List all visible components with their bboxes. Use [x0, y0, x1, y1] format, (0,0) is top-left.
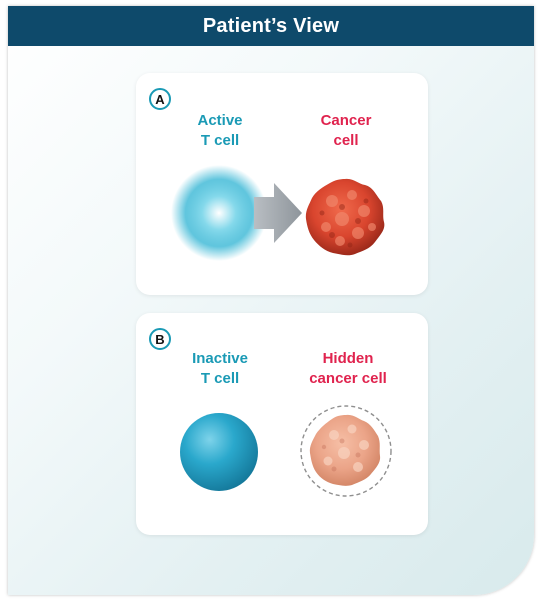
arrow-right-icon	[254, 183, 302, 243]
panel-b: B Inactive T cell Hidden cancer cell	[136, 313, 428, 535]
active-t-cell-label: Active T cell	[197, 112, 243, 149]
inactive-t-cell-label: Inactive T cell	[192, 350, 248, 387]
active-t-cell-icon	[171, 165, 267, 261]
figure-frame: Patient’s View A Active T cell Cancer ce…	[8, 6, 534, 595]
cancer-cell-icon	[305, 178, 385, 256]
cancer-cell-label: Cancer cell	[320, 112, 372, 149]
panel-a-badge: A	[149, 88, 171, 110]
hidden-cancer-cell-label: Hidden cancer cell	[309, 350, 387, 387]
hidden-cancer-cell-icon	[300, 405, 392, 497]
inactive-t-cell-icon	[180, 413, 258, 491]
panel-b-badge: B	[149, 328, 171, 350]
panel-a: A Active T cell Cancer cell	[136, 73, 428, 295]
page-title: Patient’s View	[8, 6, 534, 46]
